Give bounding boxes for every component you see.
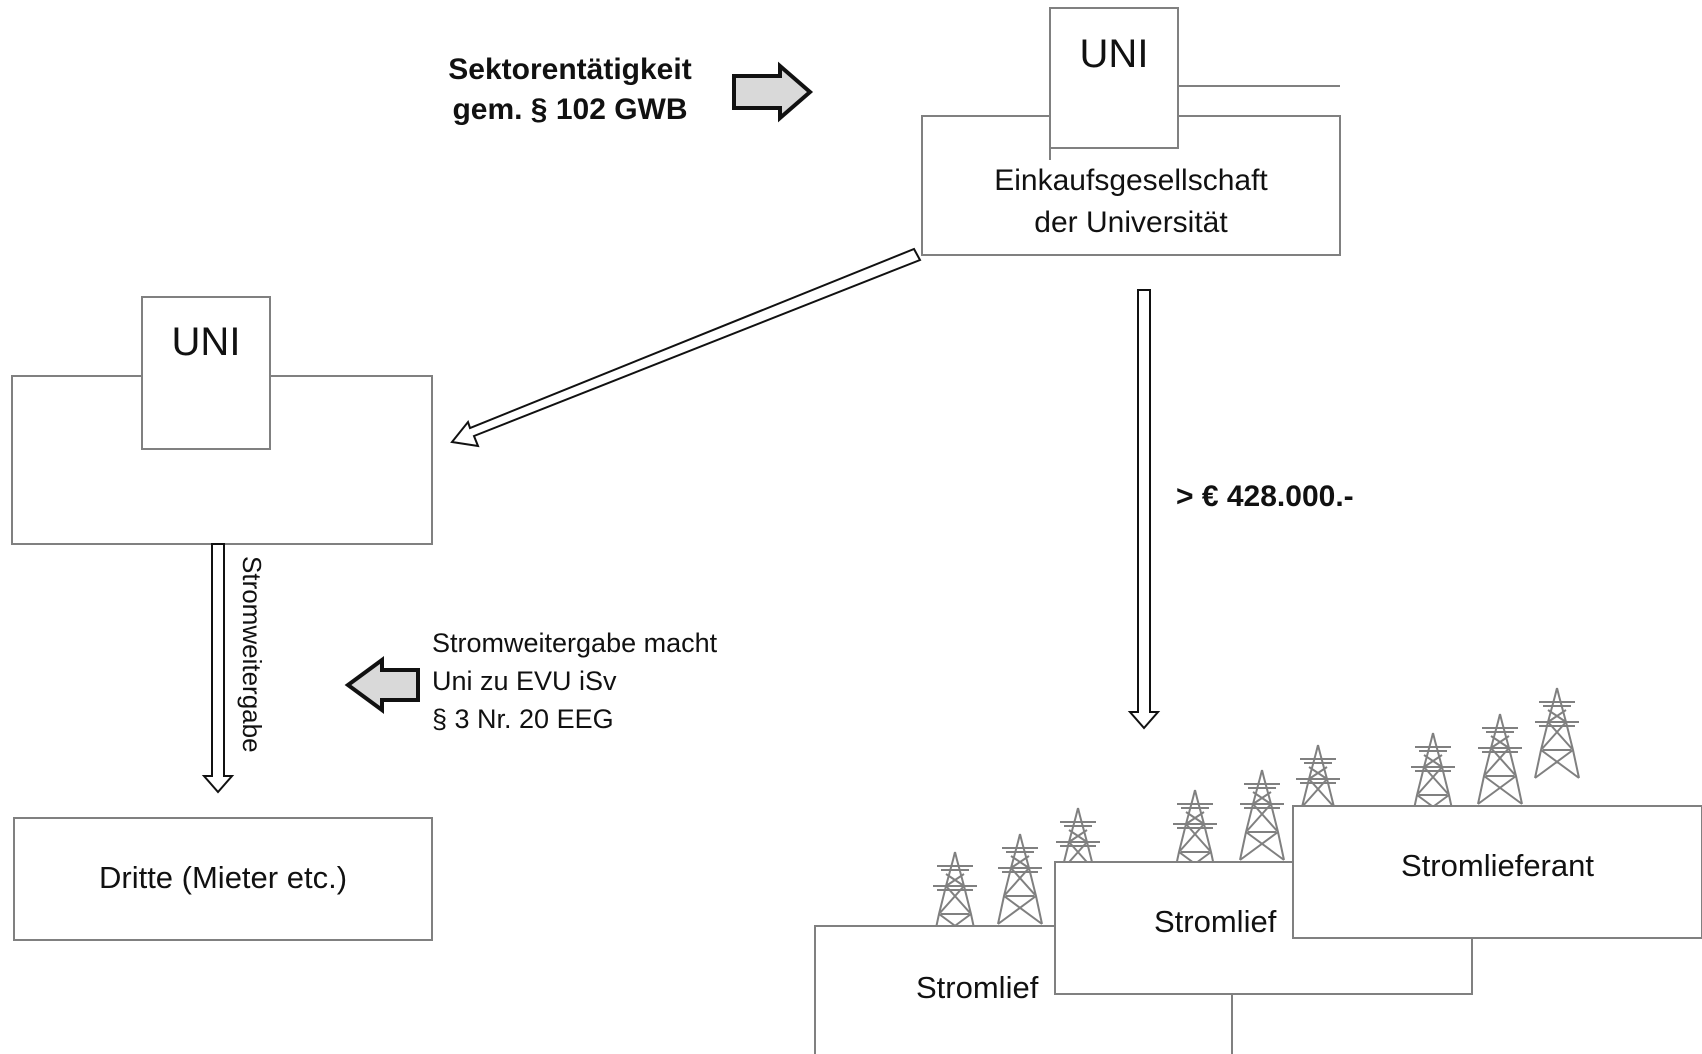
dritte-box xyxy=(13,817,433,941)
lieferant-back-label: Stromlief xyxy=(916,970,1039,1005)
evu-arrow xyxy=(344,656,420,714)
evu-line-3: § 3 Nr. 20 EEG xyxy=(432,704,614,734)
diagonal-arrow xyxy=(450,247,922,448)
uni-top-label: UNI xyxy=(1079,32,1149,76)
lieferant-front-label: Stromlieferant xyxy=(1401,848,1594,883)
evu-label: Stromweitergabe macht Uni zu EVU iSv § 3… xyxy=(432,624,717,738)
stromweitergabe-arrow xyxy=(201,543,235,794)
lieferant-box-front xyxy=(1292,805,1702,939)
einkauf-line-1: Einkaufsgesellschaft xyxy=(994,164,1268,197)
power-pylon-icon xyxy=(1239,769,1285,861)
power-pylon-icon xyxy=(1534,687,1580,779)
lieferant-stack xyxy=(814,805,1702,1054)
uni-building-top xyxy=(921,7,1341,256)
sektor-arrow xyxy=(732,61,814,123)
power-pylon-icon xyxy=(997,833,1043,925)
uni-building-left xyxy=(11,296,433,545)
sektor-line-1: Sektorentätigkeit xyxy=(448,53,692,86)
evu-line-2: Uni zu EVU iSv xyxy=(432,666,617,696)
uni-left-label: UNI xyxy=(171,320,241,364)
lieferant-mid-label: Stromlief xyxy=(1154,904,1277,939)
sektor-label: Sektorentätigkeit gem. § 102 GWB xyxy=(420,50,720,130)
power-pylon-icon xyxy=(1477,713,1523,805)
einkauf-line-2: der Universität xyxy=(1034,206,1228,239)
einkauf-label: Einkaufsgesellschaft der Universität xyxy=(922,160,1340,244)
stromweitergabe-label: Stromweitergabe xyxy=(237,556,267,753)
dritte-label: Dritte (Mieter etc.) xyxy=(98,860,348,895)
amount-label: > € 428.000.- xyxy=(1176,480,1354,513)
evu-line-1: Stromweitergabe macht xyxy=(432,628,718,658)
amount-arrow xyxy=(1127,289,1161,730)
sektor-line-2: gem. § 102 GWB xyxy=(452,93,688,126)
